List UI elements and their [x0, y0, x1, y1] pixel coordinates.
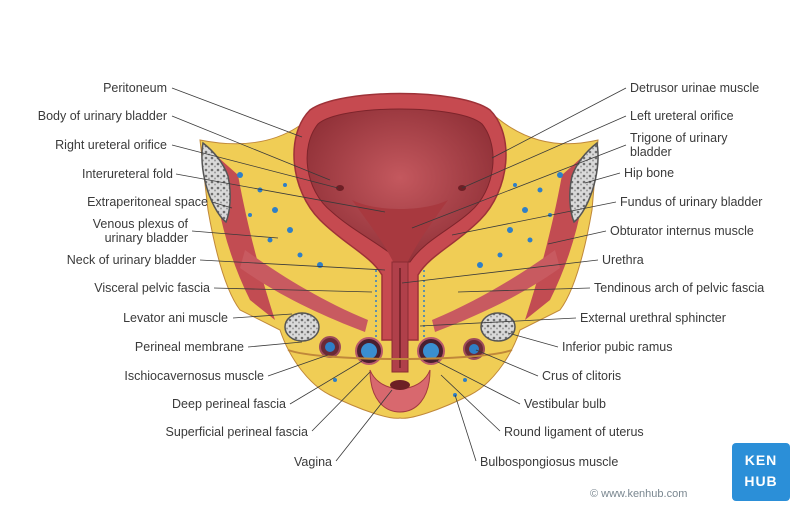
label-inferior-pubic-ramus: Inferior pubic ramus [562, 340, 673, 354]
label-round-ligament-of-uterus: Round ligament of uterus [504, 425, 644, 439]
label-detrusor-urinae-muscle: Detrusor urinae muscle [630, 81, 760, 95]
label-deep-perineal-fascia: Deep perineal fascia [172, 397, 286, 411]
logo-line-2: HUB [744, 473, 778, 489]
label-interureteral-fold: Interureteral fold [81, 167, 173, 181]
label-body-of-urinary-bladder: Body of urinary bladder [37, 109, 167, 123]
logo-line-1: KEN [744, 452, 778, 468]
label-left-ureteral-orifice: Left ureteral orifice [630, 109, 734, 123]
trigone [352, 200, 448, 268]
label-obturator-internus-muscle: Obturator internus muscle [610, 224, 754, 238]
label-perineal-membrane: Perineal membrane [134, 340, 244, 354]
label-visceral-pelvic-fascia: Visceral pelvic fascia [94, 281, 210, 295]
right-ureteral-orifice-mark [336, 185, 344, 191]
label-peritoneum: Peritoneum [103, 81, 167, 95]
hip-bone-left [201, 141, 231, 224]
label-vagina: Vagina [294, 455, 332, 469]
label-right-ureteral-orifice: Right ureteral orifice [55, 138, 167, 152]
leader-lines-right [401, 87, 627, 462]
label-bulbospongiosus-muscle: Bulbospongiosus muscle [480, 455, 619, 469]
bladder-lumen [306, 108, 494, 263]
levator-ani-left [240, 250, 368, 332]
label-tendinous-arch: Tendinous arch of pelvic fascia [594, 281, 765, 295]
inferior-pubic-ramus-left [284, 312, 320, 342]
kenhub-logo[interactable]: KEN HUB [732, 443, 790, 501]
label-levator-ani-muscle: Levator ani muscle [123, 311, 228, 325]
leader-lines-left [171, 87, 393, 462]
label-superficial-perineal-fascia: Superficial perineal fascia [165, 425, 308, 439]
inferior-pubic-ramus-right [480, 312, 516, 342]
label-venous-plexus: Venous plexus of urinary bladder [92, 217, 188, 245]
label-extraperitoneal-space: Extraperitoneal space [87, 195, 208, 209]
label-fundus-of-urinary-bladder: Fundus of urinary bladder [620, 195, 763, 209]
label-urethra: Urethra [602, 253, 644, 267]
label-external-urethral-sphincter: External urethral sphincter [580, 311, 726, 325]
label-crus-of-clitoris: Crus of clitoris [542, 369, 622, 383]
label-ischiocavernosus-muscle: Ischiocavernosus muscle [124, 369, 264, 383]
venous-plexus-marks [237, 172, 563, 397]
copyright-credit: © www.kenhub.com [590, 488, 688, 500]
label-hip-bone: Hip bone [624, 166, 675, 180]
label-trigone-of-urinary-bladder: Trigone of urinary bladder [630, 131, 728, 159]
label-vestibular-bulb: Vestibular bulb [524, 397, 607, 411]
label-neck-of-urinary-bladder: Neck of urinary bladder [66, 253, 196, 267]
